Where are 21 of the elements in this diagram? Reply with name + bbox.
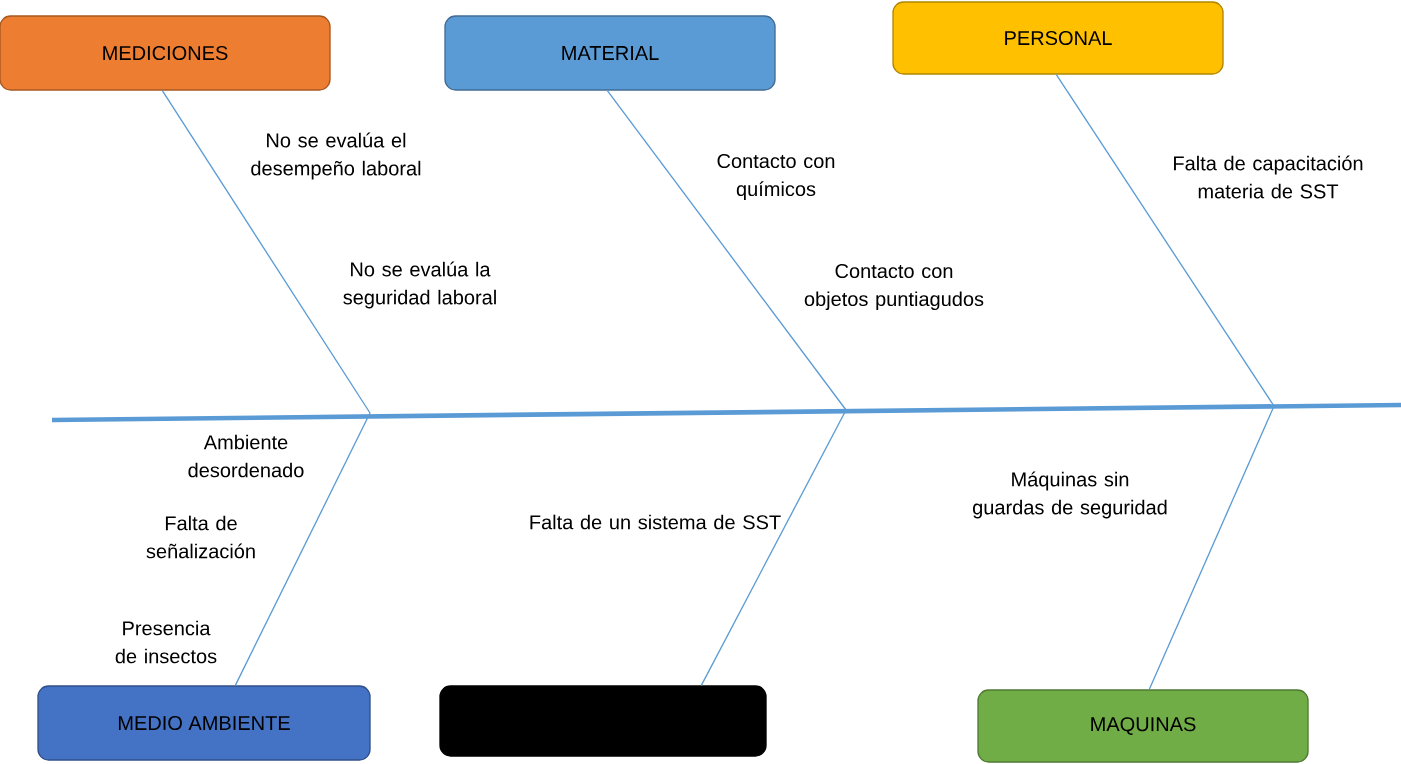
cause-text: Falta de capacitación materia de SST [1174, 155, 1363, 199]
blank-box [439, 685, 767, 757]
cause-text: Contacto con químicos [717, 153, 835, 201]
cause-text: Falta de señalización [146, 515, 255, 559]
cause-text: No se evalúa el desempeño laboral [251, 132, 421, 180]
category-box: PERSONAL [892, 1, 1224, 75]
category-box: MEDIO AMBIENTE [37, 685, 371, 761]
cause-text: Contacto con objetos puntiagudos [804, 263, 984, 311]
cause-text: Falta de un sistema de SST [530, 514, 781, 530]
bone-line [1148, 405, 1275, 690]
cause-text: No se evalúa la seguridad laboral [343, 261, 496, 309]
category-box: MATERIAL [444, 15, 776, 91]
category-box: MAQUINAS [977, 689, 1309, 763]
category-box: MEDICIONES [0, 15, 331, 91]
bone-line [606, 90, 847, 411]
bone-line [161, 90, 371, 414]
cause-text: Presencia de insectos [115, 620, 217, 664]
cause-text: Máquinas sin guardas de seguridad [973, 471, 1167, 519]
bone-line [1055, 74, 1275, 407]
bone-line [234, 412, 371, 686]
cause-text: Ambiente desordenado [188, 434, 304, 478]
